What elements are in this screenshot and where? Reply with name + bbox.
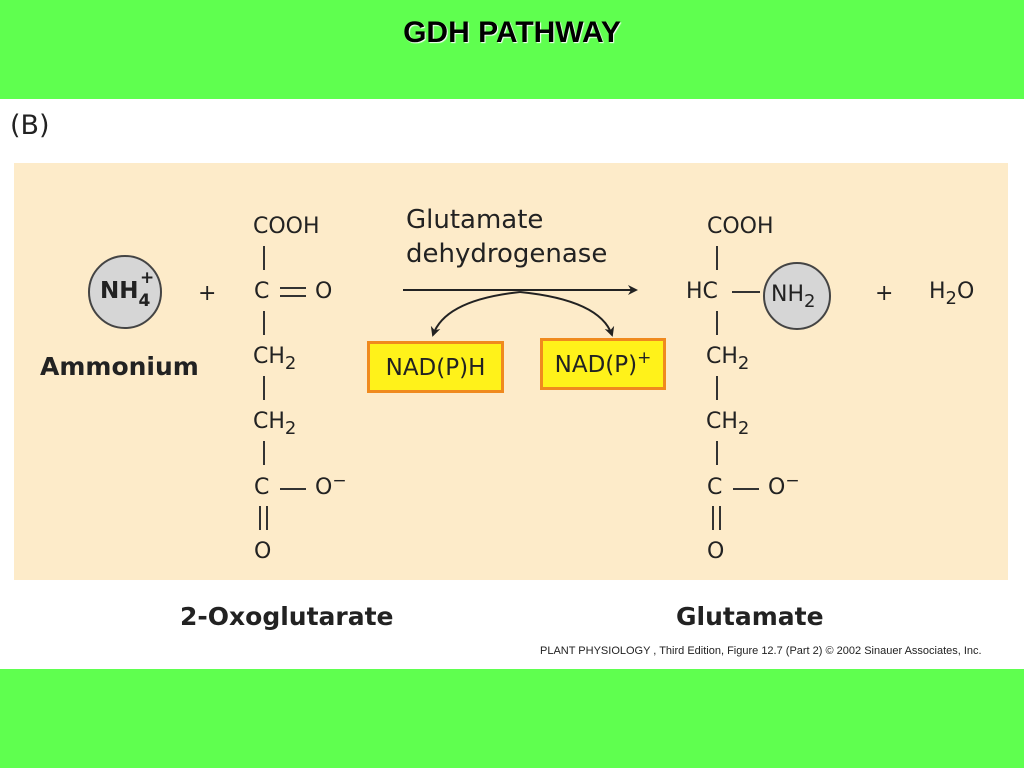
product-amine-bond	[732, 291, 760, 293]
substrate-ch2-2-sub: 2	[284, 418, 297, 439]
substrate-bond-2	[263, 311, 265, 335]
substrate-label: 2-Oxoglutarate	[180, 602, 394, 631]
water-h: H	[929, 279, 946, 304]
product-ch2-1-ch: CH	[706, 344, 738, 369]
ammonium-sub: 4	[138, 291, 151, 311]
nadp-box: NAD(P)+	[540, 338, 666, 390]
substrate-carbonyl-o: O	[315, 279, 333, 304]
product-single-bond	[733, 488, 759, 490]
product-ch2-1-sub: 2	[737, 353, 750, 374]
product-nh2-nh: NH	[771, 282, 804, 307]
substrate-carboxylate-o: O	[254, 539, 272, 564]
ammonium-base: NH	[100, 278, 139, 304]
substrate-bond-4	[263, 441, 265, 465]
substrate-o-minus-o: O	[315, 475, 333, 500]
nadph-text: NAD(P)H	[385, 355, 486, 381]
water-formula: H2O	[929, 279, 975, 308]
product-label: Glutamate	[676, 602, 824, 631]
figure-credit: PLANT PHYSIOLOGY , Third Edition, Figure…	[540, 645, 982, 657]
product-bond-1	[716, 246, 718, 270]
substrate-carbonyl-c: C	[254, 279, 270, 304]
product-ch2-1: CH2	[706, 344, 749, 373]
water-sub: 2	[945, 288, 957, 309]
ammonium-formula: NH4	[100, 278, 150, 310]
product-nh2-sub: 2	[804, 291, 816, 312]
product-carboxylate-c: C	[707, 475, 723, 500]
reaction-panel	[14, 163, 1008, 580]
substrate-cooh: COOH	[253, 214, 320, 239]
substrate-double-bond-a	[280, 287, 306, 289]
ammonium-label: Ammonium	[40, 352, 199, 381]
slide-title: GDH PATHWAY	[403, 16, 621, 49]
product-o-minus-charge: −	[785, 471, 800, 491]
product-carboxylate-o: O	[707, 539, 725, 564]
product-bond-2	[716, 311, 718, 335]
substrate-ch2-1-sub: 2	[284, 353, 297, 374]
substrate-ch2-2: CH2	[253, 409, 296, 438]
product-bond-3	[716, 376, 718, 400]
product-ch2-2: CH2	[706, 409, 749, 438]
product-double-bond-v-a	[712, 506, 714, 530]
nadp-charge: +	[637, 348, 652, 368]
plus-sign-1: +	[198, 281, 217, 306]
substrate-o-minus: O−	[315, 473, 347, 500]
product-ch2-2-sub: 2	[737, 418, 750, 439]
substrate-double-bond-v-a	[259, 506, 261, 530]
top-band	[0, 0, 1024, 99]
amine-circle	[763, 262, 831, 330]
cofactor-arrow-left	[430, 291, 521, 337]
cofactor-arrow-right	[519, 291, 615, 337]
ammonium-circle	[88, 255, 162, 329]
substrate-ch2-1-ch: CH	[253, 344, 285, 369]
product-o-minus-o: O	[768, 475, 786, 500]
bottom-band	[0, 669, 1024, 768]
enzyme-name-line1: Glutamate	[406, 205, 544, 235]
substrate-ch2-1: CH2	[253, 344, 296, 373]
substrate-carboxylate-c: C	[254, 475, 270, 500]
product-nh2: NH2	[771, 282, 815, 311]
product-ch2-2-ch: CH	[706, 409, 738, 434]
substrate-double-bond-b	[280, 295, 306, 297]
substrate-bond-1	[263, 246, 265, 270]
substrate-ch2-2-ch: CH	[253, 409, 285, 434]
product-o-minus: O−	[768, 473, 800, 500]
substrate-o-minus-charge: −	[332, 471, 347, 491]
panel-label: (B)	[10, 110, 50, 141]
substrate-bond-3	[263, 376, 265, 400]
ammonium-charge: +	[140, 268, 155, 288]
plus-sign-2: +	[875, 281, 894, 306]
nadph-box: NAD(P)H	[367, 341, 504, 393]
substrate-double-bond-v-b	[266, 506, 268, 530]
enzyme-name-line2: dehydrogenase	[406, 239, 608, 269]
nadp-text: NAD(P)	[554, 352, 638, 378]
product-double-bond-v-b	[719, 506, 721, 530]
water-o: O	[957, 279, 975, 304]
product-bond-4	[716, 441, 718, 465]
substrate-single-bond	[280, 488, 306, 490]
product-hc: HC	[686, 279, 718, 304]
product-cooh: COOH	[707, 214, 774, 239]
